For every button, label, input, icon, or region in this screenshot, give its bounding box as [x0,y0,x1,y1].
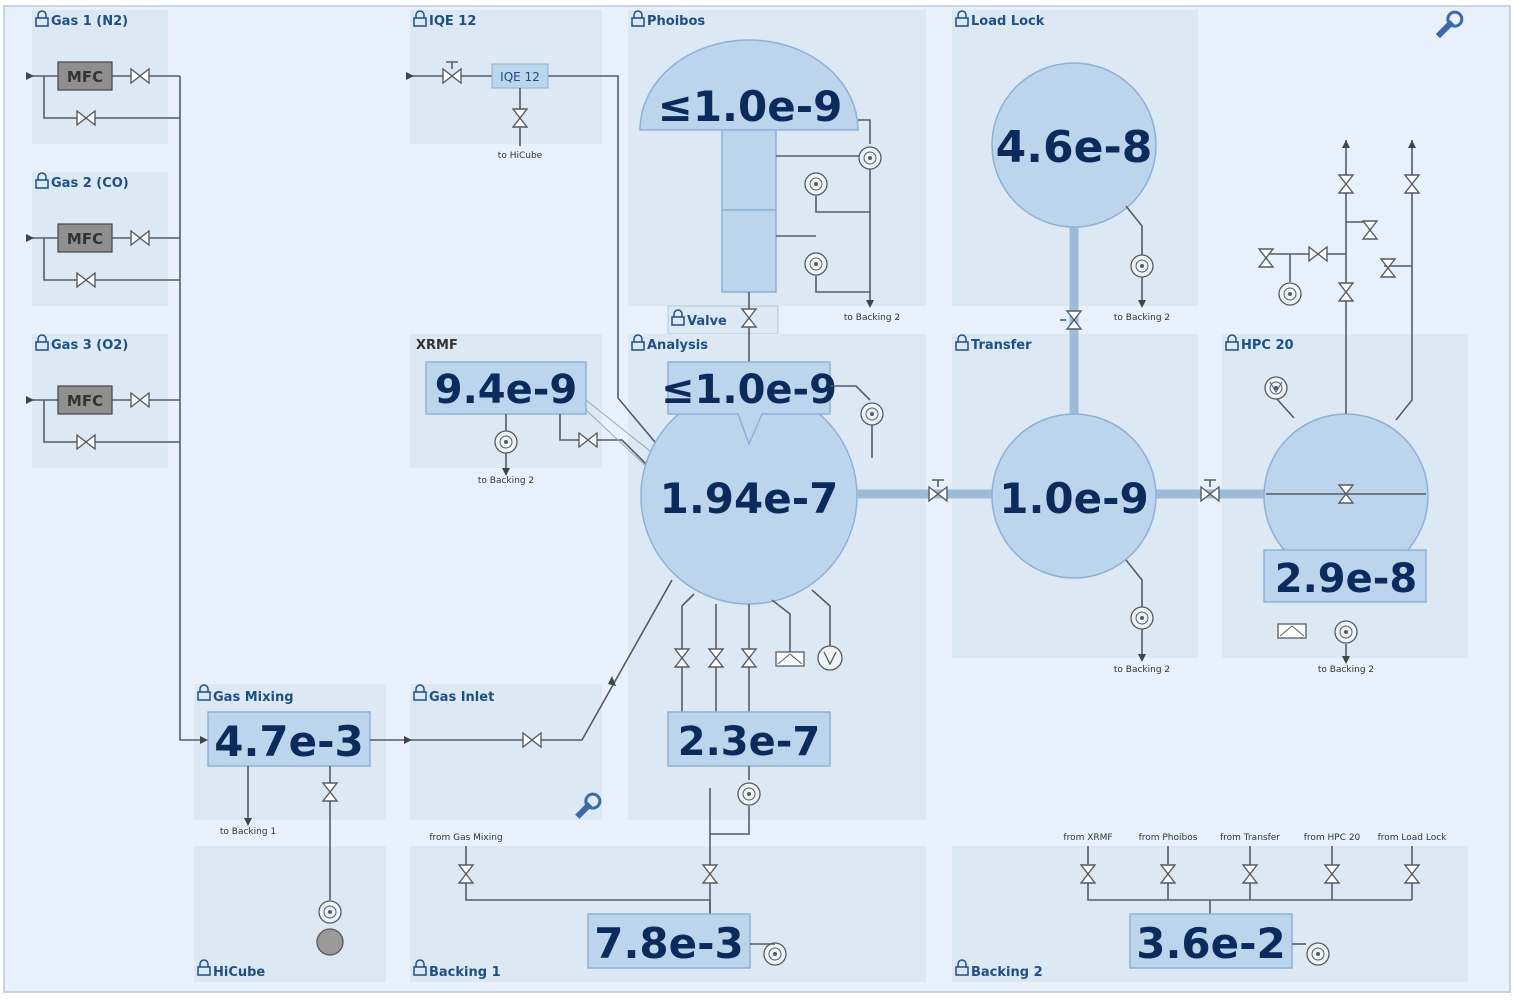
gauge-icon[interactable] [858,146,882,170]
gauge-icon[interactable] [804,252,828,276]
panel-valve[interactable]: Valve [667,305,779,335]
label-from-hpc20: from HPC 20 [1304,833,1361,843]
reading-backing1: 7.8e-3 [594,919,744,968]
reading-gas-mixing: 4.7e-3 [214,717,364,766]
loadlock-chamber[interactable]: 4.6e-8 [991,62,1157,228]
panel-title-analysis: Analysis [647,338,708,353]
gas-mixing-readout[interactable]: 4.7e-3 [207,711,371,767]
panel-title-gas-inlet: Gas Inlet [429,690,494,705]
heater-icon[interactable] [1277,623,1307,639]
svg-text:MFC: MFC [67,68,103,86]
panel-title-phoibos: Phoibos [647,14,705,29]
gauge-icon[interactable] [1306,942,1330,966]
xrmf-readout[interactable]: 9.4e-9 [425,361,587,415]
wrench-icon[interactable] [572,791,602,821]
gauge-icon[interactable] [1130,254,1154,278]
mass-spectrometer-icon[interactable] [817,645,843,671]
panel-title-gas1: Gas 1 (N2) [51,14,128,29]
reading-analysis-top: ≤1.0e-9 [661,367,837,413]
label-from-xrmf: from XRMF [1063,833,1112,843]
label-to-backing1: to Backing 1 [220,827,276,837]
reading-transfer: 1.0e-9 [999,474,1149,523]
panel-title-iqe12: IQE 12 [429,14,476,29]
label-to-backing2-xrmf: to Backing 2 [478,476,534,486]
panel-title-gas2: Gas 2 (CO) [51,176,129,191]
gauge-icon[interactable] [763,942,787,966]
gauge-icon[interactable] [1278,282,1302,306]
panel-title-hpc20: HPC 20 [1241,338,1294,353]
transfer-chamber[interactable]: 1.0e-9 [991,413,1157,579]
gas-inlet-analysis-readout[interactable]: 2.3e-7 [667,711,831,767]
label-to-hicube: to HiCube [498,151,543,161]
panel-title-backing1: Backing 1 [429,965,501,980]
svg-text:MFC: MFC [67,230,103,248]
label-from-transfer: from Transfer [1220,833,1280,843]
panel-hicube[interactable]: HiCube [194,846,386,982]
label-from-loadlock: from Load Lock [1378,833,1448,843]
gauge-icon[interactable] [1130,606,1154,630]
gauge-icon[interactable] [737,782,761,806]
gauge-icon[interactable] [1264,376,1288,400]
label-to-backing2-hpc: to Backing 2 [1318,665,1374,675]
phoibos-chamber[interactable]: ≤1.0e-9 [639,39,859,293]
panel-title-xrmf: XRMF [416,338,458,353]
reading-phoibos: ≤1.0e-9 [658,82,843,131]
panel-title-loadlock: Load Lock [971,14,1045,29]
mfc-gas1[interactable]: MFC [57,61,113,91]
reading-loadlock: 4.6e-8 [996,122,1153,173]
label-to-backing2-phoibos: to Backing 2 [844,313,900,323]
panel-title-gas3: Gas 3 (O2) [51,338,128,353]
backing1-readout[interactable]: 7.8e-3 [587,913,751,969]
reading-backing2: 3.6e-2 [1136,919,1286,968]
reading-analysis: 1.94e-7 [660,474,839,523]
gauge-icon[interactable] [804,172,828,196]
gauge-icon[interactable] [494,430,518,454]
iqe12-box[interactable]: IQE 12 [491,63,549,89]
panel-title-gas-mixing: Gas Mixing [213,690,294,705]
mfc-gas3[interactable]: MFC [57,385,113,415]
hicube-pump[interactable] [316,900,344,956]
panel-title-valve: Valve [687,314,727,329]
backing2-readout[interactable]: 3.6e-2 [1129,913,1293,969]
label-to-backing2-transfer: to Backing 2 [1114,665,1170,675]
panel-title-backing2: Backing 2 [971,965,1043,980]
panel-title-transfer: Transfer [971,338,1032,353]
label-from-phoibos: from Phoibos [1139,833,1198,843]
panel-title-hicube: HiCube [213,965,265,980]
panel-gas-inlet[interactable]: Gas Inlet [410,684,602,820]
analysis-top-readout[interactable]: ≤1.0e-9 [661,361,837,447]
label-from-gas-mixing: from Gas Mixing [429,833,502,843]
svg-text:IQE 12: IQE 12 [500,70,540,84]
reading-hpc20: 2.9e-8 [1275,556,1417,602]
reading-gas-inlet: 2.3e-7 [678,719,820,765]
label-to-backing2-loadlock: to Backing 2 [1114,313,1170,323]
wrench-icon[interactable] [1433,9,1465,41]
svg-text:MFC: MFC [67,392,103,410]
mfc-gas2[interactable]: MFC [57,223,113,253]
heater-icon[interactable] [775,651,805,667]
hpc20-readout[interactable]: 2.9e-8 [1263,549,1427,603]
gauge-icon[interactable] [1334,620,1358,644]
gauge-icon[interactable] [860,402,884,426]
reading-xrmf: 9.4e-9 [435,367,577,413]
